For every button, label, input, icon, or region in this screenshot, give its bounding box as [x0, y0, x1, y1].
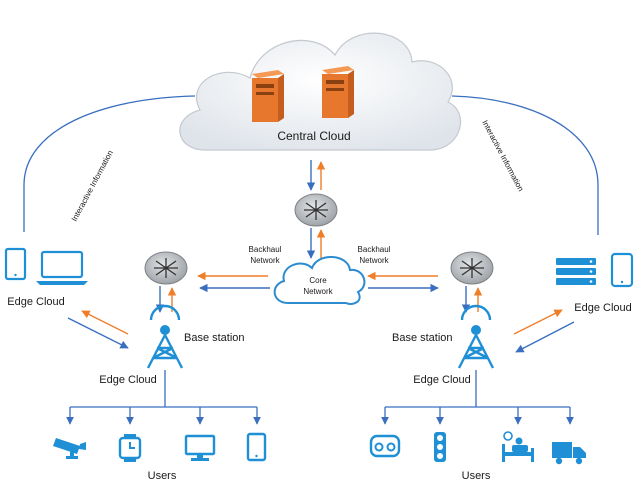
right-bs-to-edge-arrow — [513, 309, 563, 335]
left-base-station-icon — [146, 304, 184, 369]
tablet-icon — [4, 247, 27, 281]
interactive-info-left-label: Interactive Information — [70, 149, 115, 223]
left-base-station-label: Base station — [184, 332, 245, 344]
core-network-label-line2: Network — [303, 287, 333, 296]
interactive-link-left — [23, 95, 196, 232]
left-edge-to-bs-arrow — [67, 317, 129, 349]
central-server-icon-2 — [322, 66, 354, 118]
right-base-station-label: Base station — [392, 332, 453, 344]
laptop-icon — [36, 250, 88, 285]
central-cloud-label: Central Cloud — [277, 129, 350, 143]
smartphone-icon-edge — [610, 252, 634, 288]
left-user-tree — [70, 370, 257, 408]
left-bs-edge-cloud-label: Edge Cloud — [99, 374, 157, 386]
core-network-cloud — [273, 256, 366, 305]
top-router-icon — [294, 193, 338, 227]
smartphone-icon — [246, 432, 267, 462]
right-base-station-icon — [457, 304, 495, 369]
central-cloud — [179, 32, 462, 151]
backhaul-left-label-line2: Network — [250, 256, 280, 265]
backhaul-right-label-line1: Backhaul — [358, 245, 391, 254]
backhaul-left-label-line1: Backhaul — [249, 245, 282, 254]
server-rack-icon — [556, 258, 596, 285]
left-bs-to-edge-arrow — [81, 310, 129, 335]
traffic-light-icon — [434, 432, 446, 462]
right-bs-edge-cloud-label: Edge Cloud — [413, 374, 471, 386]
right-user-tree — [385, 370, 570, 408]
delivery-truck-icon — [552, 442, 586, 465]
left-router-icon — [144, 251, 188, 285]
right-edge-to-bs-arrow — [515, 321, 575, 353]
right-router-icon — [450, 251, 494, 285]
core-network-label-line1: Core — [309, 276, 327, 285]
backhaul-right-label-line2: Network — [359, 256, 389, 265]
interactive-info-right-label: Interactive Information — [480, 119, 525, 193]
left-devices-edge-cloud-label: Edge Cloud — [7, 296, 65, 308]
vr-headset-icon — [369, 434, 401, 458]
security-camera-icon — [53, 438, 86, 459]
monitor-icon — [184, 434, 216, 461]
smartwatch-icon — [118, 434, 142, 462]
central-server-icon — [252, 70, 284, 122]
patient-bed-icon — [502, 431, 534, 462]
interactive-link-right — [451, 95, 599, 235]
right-devices-edge-cloud-label: Edge Cloud — [574, 302, 632, 314]
left-users-label: Users — [148, 470, 177, 482]
right-users-label: Users — [462, 470, 491, 482]
